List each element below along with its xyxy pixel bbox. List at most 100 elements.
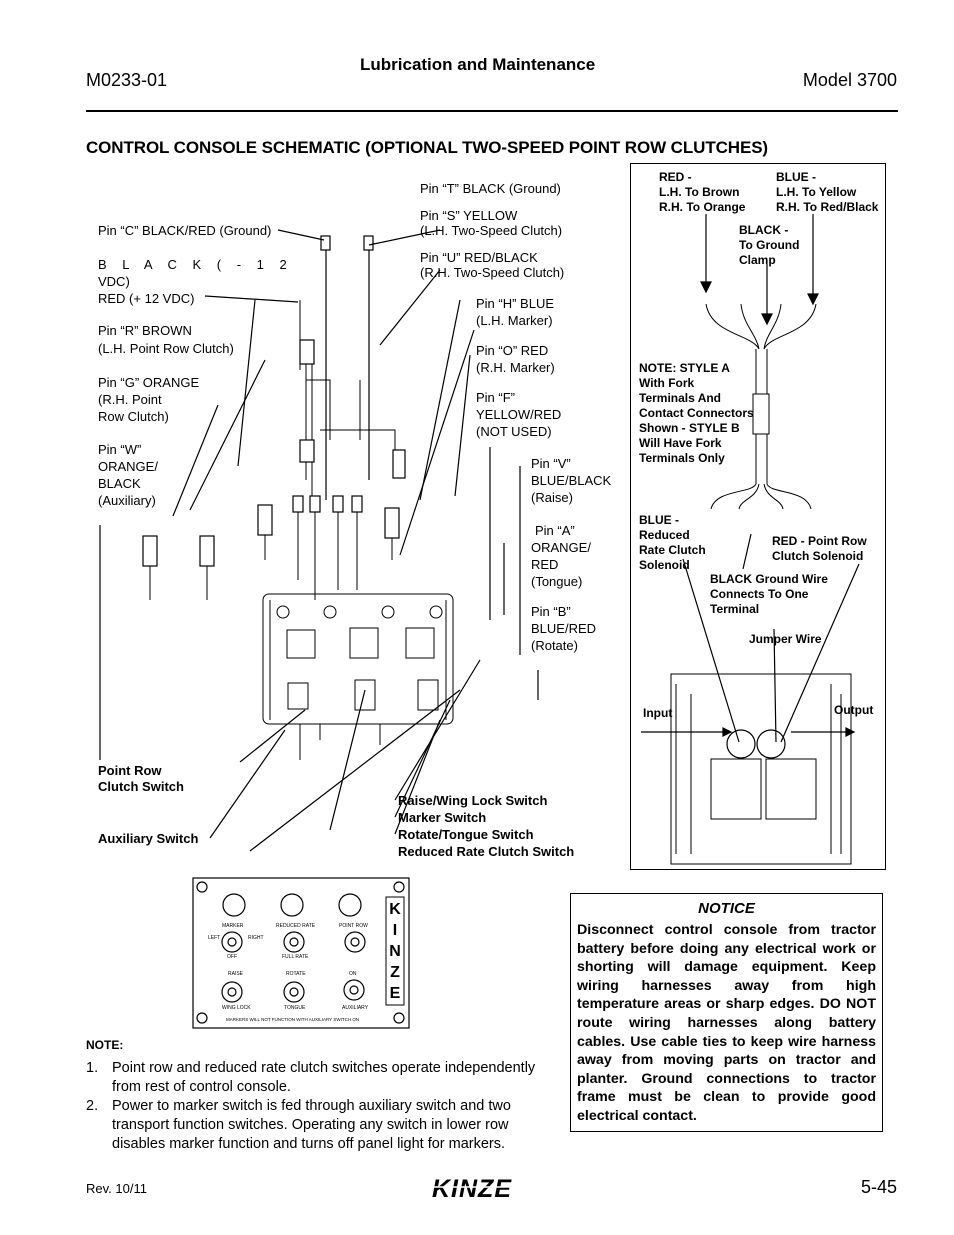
kinze-logo: KINZE (430, 1175, 550, 1206)
input-label: Input (643, 706, 673, 720)
harness-drawing (641, 214, 860, 865)
doc-number: M0233-01 (86, 70, 168, 90)
panel-off: OFF (227, 954, 237, 960)
pin-f-label-1: Pin “F” (476, 390, 515, 405)
pin-h-label-1: Pin “H” BLUE (476, 296, 555, 311)
pin-r-label-1: Pin “R” BROWN (98, 323, 192, 338)
pin-v-label-3: (Raise) (531, 490, 573, 505)
pin-v-label-2: BLUE/BLACK (531, 473, 612, 488)
panel-on: ON (349, 971, 357, 977)
style-note-6: Will Have Fork (639, 436, 722, 450)
red-label-1: RED - (659, 170, 692, 184)
pin-a-label-2: ORANGE/ (531, 540, 591, 555)
blue-reduced-label-3: Rate Clutch (639, 543, 706, 557)
pin-w-label-1: Pin “W” (98, 442, 142, 457)
revision-label: Rev. 10/11 (86, 1181, 147, 1196)
style-note-7: Terminals Only (639, 451, 725, 465)
note-text: Power to marker switch is fed through au… (112, 1098, 511, 1152)
note-number: 2. (86, 1098, 99, 1114)
black-ground-label-2: To Ground (739, 238, 800, 252)
red-point-row-label-1: RED - Point Row (772, 534, 867, 548)
panel-marker: MARKER (222, 923, 244, 929)
panel-brand-letter-e: E (389, 985, 401, 1002)
pin-u-label-1: Pin “U” RED/BLACK (420, 250, 538, 265)
pin-w-label-2: ORANGE/ (98, 459, 158, 474)
style-note-5: Shown - STYLE B (639, 421, 740, 435)
logo-text: KINZE (432, 1175, 512, 1201)
red-12-label: RED (+ 12 VDC) (98, 291, 195, 306)
pin-b-label-3: (Rotate) (531, 638, 578, 653)
rotate-tongue-switch-label: Rotate/Tongue Switch (398, 827, 534, 842)
panel-note: MARKERS WILL NOT FUNCTION WITH AUXILIARY… (226, 1017, 360, 1022)
point-row-switch-label-2: Clutch Switch (98, 779, 184, 794)
panel-brand-letter-i: I (392, 922, 398, 939)
notice-title: NOTICE (698, 900, 755, 917)
notice-box: NOTICE Disconnect control console from t… (570, 893, 883, 1132)
note-item: 1. Point row and reduced rate clutch swi… (86, 1059, 538, 1097)
harness-diagram-box: RED - L.H. To Brown R.H. To Orange BLUE … (630, 163, 886, 870)
panel-tongue: TONGUE (284, 1005, 306, 1011)
style-note-2: With Fork (639, 376, 695, 390)
black-ground-wire-label-3: Terminal (710, 602, 760, 616)
black-label-1: B L A C K ( - 1 2 (98, 257, 293, 272)
note-number: 1. (86, 1060, 99, 1076)
blue-reduced-label-2: Reduced (639, 528, 690, 542)
notes-heading: NOTE: (86, 1038, 124, 1052)
page-title: CONTROL CONSOLE SCHEMATIC (OPTIONAL TWO-… (86, 138, 768, 157)
pin-h-label-2: (L.H. Marker) (476, 313, 553, 328)
panel-brand-letter-z: Z (390, 964, 400, 981)
pin-v-label-1: Pin “V” (531, 456, 571, 471)
panel-raise: RAISE (228, 971, 244, 977)
reduced-rate-switch-label: Reduced Rate Clutch Switch (398, 844, 575, 859)
pin-u-label-2: (R.H. Two-Speed Clutch) (420, 265, 565, 280)
panel-full-rate: FULL RATE (282, 954, 309, 960)
model-label: Model 3700 (802, 70, 897, 90)
black-ground-wire-label-1: BLACK Ground Wire (710, 572, 828, 586)
pin-g-label-1: Pin “G” ORANGE (98, 375, 200, 390)
pin-b-label-2: BLUE/RED (531, 621, 597, 636)
note-item: 2. Power to marker switch is fed through… (86, 1097, 538, 1154)
panel-right: RIGHT (248, 935, 264, 941)
panel-rotate: ROTATE (286, 971, 306, 977)
panel-point-row: POINT ROW (339, 923, 368, 929)
pin-s-label-1: Pin “S” YELLOW (420, 208, 518, 223)
header-rule (86, 110, 898, 112)
style-note-3: Terminals And (639, 391, 722, 405)
pin-g-label-2: (R.H. Point (98, 392, 162, 407)
panel-left: LEFT (208, 935, 221, 941)
pin-g-label-3: Row Clutch) (98, 409, 169, 424)
pin-f-label-3: (NOT USED) (476, 424, 552, 439)
blue-reduced-label-4: Solenoid (639, 558, 690, 572)
blue-reduced-label-1: BLUE - (639, 513, 679, 527)
pin-b-label-1: Pin “B” (531, 604, 571, 619)
pin-r-label-2: (L.H. Point Row Clutch) (98, 341, 234, 356)
pin-t-label: Pin “T” BLACK (Ground) (420, 181, 561, 196)
pin-o-label-1: Pin “O” RED (476, 343, 549, 358)
panel-brand-letter-n: N (389, 943, 401, 960)
black-ground-label-1: BLACK - (739, 223, 789, 237)
red-label-3: R.H. To Orange (659, 200, 746, 214)
pin-s-label-2: (L.H. Two-Speed Clutch) (420, 223, 563, 238)
pin-w-label-3: BLACK (98, 476, 141, 491)
page-number: 5-45 (860, 1177, 897, 1197)
pin-a-label-3: RED (531, 557, 559, 572)
blue-label-3: R.H. To Red/Black (776, 200, 879, 214)
section-title: Lubrication and Maintenance (360, 55, 596, 74)
style-note-1: NOTE: STYLE A (639, 361, 730, 375)
notice-body: Disconnect control console from tractor … (577, 922, 876, 1124)
auxiliary-switch-label: Auxiliary Switch (98, 831, 199, 846)
blue-label-1: BLUE - (776, 170, 816, 184)
panel-brand-letter-k: K (389, 901, 401, 918)
panel-auxiliary: AUXILIARY (342, 1005, 369, 1011)
blue-label-2: L.H. To Yellow (776, 185, 857, 199)
panel-reduced-rate: REDUCED RATE (276, 923, 316, 929)
black-ground-wire-label-2: Connects To One (710, 587, 809, 601)
note-text: Point row and reduced rate clutch switch… (112, 1060, 536, 1095)
output-label: Output (834, 703, 874, 717)
red-label-2: L.H. To Brown (659, 185, 740, 199)
panel-brand-column: K I N Z E (389, 899, 401, 1004)
jumper-wire-label: Jumper Wire (749, 632, 822, 646)
panel-wing-lock: WING LOCK (222, 1005, 251, 1011)
pin-o-label-2: (R.H. Marker) (476, 360, 555, 375)
